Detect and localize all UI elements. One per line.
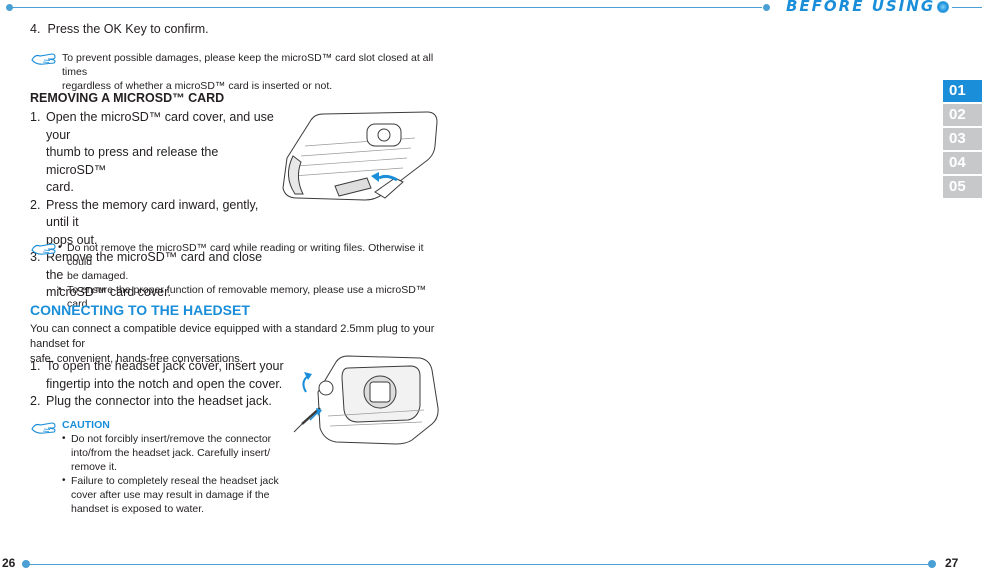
step-number: 3. <box>30 250 41 264</box>
caution-line: remove it. <box>71 461 118 473</box>
chapter-tab-05[interactable]: 05 <box>943 176 982 198</box>
step-number: 2. <box>30 197 41 212</box>
footer-rule-dot <box>22 560 30 568</box>
note-hand-icon <box>31 53 56 65</box>
step-text: Press the OK Key to confirm. <box>47 22 209 36</box>
note-line: regardless of whether a microSD™ card is… <box>62 80 333 92</box>
removing-notes: Do not remove the microSD™ card while re… <box>58 241 442 311</box>
caution-block: CAUTION Do not forcibly insert/remove th… <box>62 418 282 516</box>
note-bullet: Do not remove the microSD™ card while re… <box>58 241 442 283</box>
intro-line: safe, convenient, hands-free conversatio… <box>30 353 243 365</box>
note-bullet: To ensure the proper function of removab… <box>58 283 442 311</box>
footer-rule <box>22 564 934 565</box>
connecting-heading: CONNECTING TO THE HAEDSET <box>30 302 250 318</box>
chapter-tab-03[interactable]: 03 <box>943 128 982 150</box>
connecting-step-2: 2. Plug the connector into the headset j… <box>30 393 292 411</box>
caution-line: Do not forcibly insert/remove the connec… <box>71 433 272 445</box>
headset-jack-illustration <box>293 355 439 445</box>
step-line: Plug the connector into the headset jack… <box>46 394 272 408</box>
step-number: 1. <box>30 110 41 124</box>
note-text: To prevent possible damages, please keep… <box>62 51 442 93</box>
footer-rule-dot <box>928 560 936 568</box>
step-line: Open the microSD™ card cover, and use yo… <box>46 110 274 142</box>
note-line: To ensure the proper function of removab… <box>67 284 427 310</box>
caution-line: Failure to completely reseal the headset… <box>71 475 279 487</box>
header-rule-dot <box>763 4 770 11</box>
header-glow-dot <box>937 1 949 13</box>
section-title: BEFORE USING <box>786 0 936 15</box>
note-line: To prevent possible damages, please keep… <box>62 52 434 78</box>
header-rule <box>10 7 762 8</box>
note-line: Do not remove the microSD™ card while re… <box>67 242 424 268</box>
intro-line: You can connect a compatible device equi… <box>30 323 435 350</box>
header-rule-dot <box>6 4 13 11</box>
step-line: card. <box>46 180 74 194</box>
page-number-left: 26 <box>2 556 16 570</box>
note-line: be damaged. <box>67 270 129 282</box>
chapter-tabs: 01 02 03 04 05 <box>943 80 982 200</box>
chapter-tab-04[interactable]: 04 <box>943 152 982 174</box>
step-line: To open the headset jack cover, insert y… <box>46 359 284 373</box>
removing-step-2: 2. Press the memory card inward, gently,… <box>30 197 280 250</box>
step-4: 4. Press the OK Key to confirm. <box>30 22 209 36</box>
connecting-intro: You can connect a compatible device equi… <box>30 322 440 367</box>
connecting-steps: 1. To open the headset jack cover, inser… <box>30 358 292 411</box>
note-hand-icon <box>31 422 56 434</box>
step-number: 2. <box>30 394 41 408</box>
note-hand-icon <box>31 243 56 255</box>
caution-line: into/from the headset jack. Carefully in… <box>71 447 271 459</box>
chapter-tab-02[interactable]: 02 <box>943 104 982 126</box>
step-line: fingertip into the notch and open the co… <box>46 376 283 391</box>
step-number: 1. <box>30 359 41 373</box>
microsd-removal-illustration <box>282 111 438 201</box>
caution-line: handset is exposed to water. <box>71 503 205 515</box>
caution-line: cover after use may result in damage if … <box>71 489 270 501</box>
chapter-tab-01[interactable]: 01 <box>943 80 982 102</box>
step-number: 4. <box>30 22 41 36</box>
step-line: Press the memory card inward, gently, un… <box>46 197 259 230</box>
header-rule <box>952 7 982 8</box>
page-number-right: 27 <box>945 556 959 570</box>
caution-bullet: Do not forcibly insert/remove the connec… <box>62 432 282 474</box>
removing-step-1: 1. Open the microSD™ card cover, and use… <box>30 109 280 197</box>
connecting-step-1: 1. To open the headset jack cover, inser… <box>30 358 292 393</box>
caution-bullet: Failure to completely reseal the headset… <box>62 474 282 516</box>
step-line: thumb to press and release the microSD™ <box>46 145 219 177</box>
caution-label: CAUTION <box>62 419 110 431</box>
removing-heading: REMOVING A MICROSD™ CARD <box>30 91 225 105</box>
